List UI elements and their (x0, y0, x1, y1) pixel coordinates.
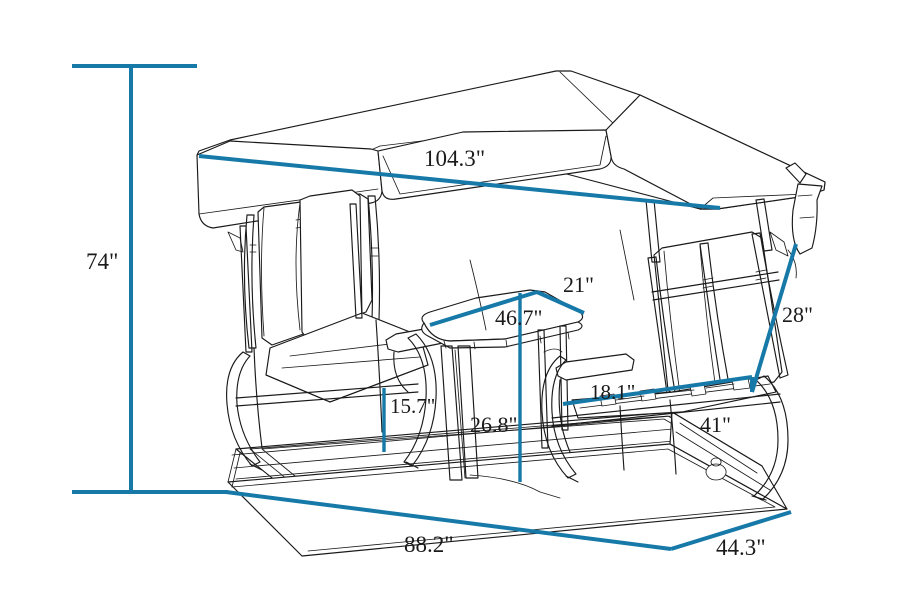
right-back-crossrail (651, 271, 780, 301)
dimension-lines-group (72, 64, 798, 551)
rear-left-chair-hint (469, 229, 635, 331)
right-strap-a (702, 277, 714, 289)
table-rear-post (537, 329, 549, 449)
right-armrest-front-post (558, 379, 571, 453)
canopy-valance-right (605, 94, 826, 210)
left-backrest-seam-2 (261, 207, 265, 337)
dim-line-seat-depth-bench-width (562, 375, 753, 406)
deck-right-endcap (669, 411, 788, 510)
canopy-post-group-left (227, 203, 363, 353)
canopy-tie-crease (797, 194, 815, 219)
rear-chair-edge (469, 259, 487, 331)
dim-label-table-depth: 21" (563, 272, 594, 297)
canopy-strap-right (787, 249, 797, 279)
table-edge-seg-2 (473, 341, 476, 350)
right-leg-b (619, 405, 625, 471)
canopy-post-right-rear (755, 198, 773, 252)
dim-line-canopy-length (198, 154, 721, 210)
deck-left-corner (227, 448, 241, 488)
post-bracket-left (227, 231, 244, 253)
right-chair-group (541, 231, 789, 501)
table-edge-seg-5 (567, 331, 570, 340)
left-backrest-seam-1 (295, 202, 301, 331)
right-seat-linkage (615, 383, 735, 401)
deck-right-endcap-line (675, 422, 771, 491)
deck-slat-line-a (231, 415, 673, 456)
left-glider-arch-inner (403, 333, 437, 467)
canopy-post-left-front (239, 225, 253, 353)
right-frame-crossrail (551, 393, 781, 427)
canopy-right-wrap (791, 183, 823, 255)
dim-label-base-depth: 44.3" (716, 535, 766, 560)
right-glider-arch-front (541, 355, 577, 479)
right-backrest-frame-b (751, 232, 789, 379)
table-pedestal-right (457, 345, 479, 479)
right-strap-b (755, 269, 767, 281)
right-glider-arch-rear (753, 375, 789, 501)
left-glider-footing (249, 461, 419, 471)
left-backrest-frame-left (243, 214, 257, 349)
dim-label-bench-width: 41" (700, 412, 731, 437)
left-rear-leg-a (253, 347, 263, 449)
table-pedestal-left (440, 345, 463, 481)
left-frame-crossrail (235, 383, 419, 407)
dim-label-table-width: 46.7" (495, 305, 543, 330)
left-chair-group (226, 189, 461, 471)
left-seat-seam-2 (281, 356, 421, 369)
pedestal-seam (454, 349, 466, 479)
rear-chair-edge-2 (619, 229, 635, 301)
right-backrest-seam-2 (663, 250, 681, 395)
dim-label-seat-height: 15.7" (390, 394, 436, 418)
left-armrest-support (393, 351, 409, 393)
canopy-group (196, 70, 826, 255)
table-rear-brace (543, 348, 563, 353)
right-glider-roller (705, 463, 727, 481)
right-foot-left (565, 475, 579, 483)
dim-line-base-length (225, 490, 672, 551)
left-glider-arch-outer (226, 351, 261, 467)
right-glider-roller-core (710, 457, 722, 467)
right-armrest (555, 353, 635, 381)
deck-slat-line-c (235, 440, 675, 480)
post-bracket-right (769, 231, 789, 257)
table-edge-seg-4 (539, 335, 542, 344)
right-backrest-sling (653, 231, 783, 399)
table-rear-post-b (559, 325, 569, 431)
dim-line-table-depth (536, 290, 585, 315)
table-edge-seg-1 (443, 340, 447, 349)
left-strap-c (370, 247, 379, 257)
deck-rim-notch (469, 474, 561, 499)
dim-label-backrest: 28" (782, 302, 813, 327)
canopy-corner-tab (785, 162, 807, 184)
dim-label-base-length: 88.2" (404, 532, 454, 557)
deck-slat-line-b (233, 428, 674, 469)
dim-label-height: 74" (86, 249, 119, 274)
center-table-group (421, 289, 584, 481)
dim-line-base-depth (670, 510, 792, 551)
dim-label-table-height: 26.8" (470, 412, 518, 437)
table-edge-seg-3 (505, 339, 508, 348)
right-backrest-seam-1 (699, 245, 717, 391)
dim-label-seat-depth: 18.1" (590, 380, 636, 404)
table-edge-band (421, 321, 583, 349)
left-rear-leg-b (375, 319, 383, 433)
left-strap-a (249, 244, 257, 253)
dim-line-backrest (750, 243, 798, 393)
left-seat-front-rail (265, 364, 429, 403)
right-foot-right (751, 495, 767, 501)
canopy-post-left-rear (349, 203, 363, 319)
dim-label-canopy-length: 104.3" (424, 146, 486, 171)
right-leg-a (669, 399, 677, 475)
